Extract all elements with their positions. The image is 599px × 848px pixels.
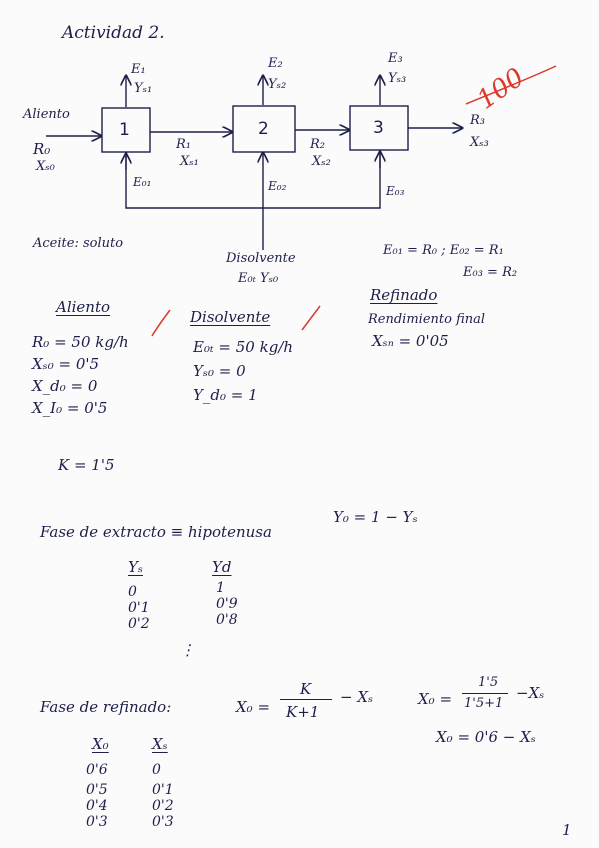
extract-phase-label: Fase de extracto ≡ hipotenusa [40,523,272,541]
solute-note: Aceite: soluto [33,236,124,251]
extract-col1-value: 0 [128,584,137,600]
extract-Y3: Yₛ₃ [388,71,407,86]
feed-line-1: R₀ = 50 kg/h [32,333,129,351]
extract-col2-head: Yd [212,558,232,576]
solvent-line-3: Y_d₀ = 1 [193,386,258,404]
feed-line-2: Xₛ₀ = 0'5 [32,355,100,373]
eq1-fraction-bar [280,699,332,700]
raffinate-X2: Xₛ₂ [312,154,331,169]
eq1-num: K [300,680,312,698]
eq1-den: K+1 [286,703,320,721]
eq1-lhs: X₀ = [236,698,271,716]
raffinate-R2: R₂ [310,137,325,152]
stage-label-1: 1 [119,120,130,140]
eq2-tail: −Xₛ [516,684,545,702]
eq2-den: 1'5+1 [464,696,504,711]
solvent-E01: E₀₁ [133,175,152,189]
extract-ellipsis: ⋮ [180,641,195,659]
solvent-line-2: Yₛ₀ = 0 [193,362,246,380]
stage-label-2: 2 [258,119,269,139]
extract-col1-value: 0'2 [128,616,150,632]
eq2-num: 1'5 [478,675,499,690]
raffinate-col2: 0 0'1 0'2 0'3 [152,762,174,830]
raffinate-phase-label: Fase de refinado: [40,698,172,716]
raffinate-line-2: Xₛₙ = 0'05 [372,332,449,350]
raffinate-col1: 0'6 0'5 0'4 0'3 [86,762,108,830]
raffinate-col1-value: 0'6 [86,762,108,778]
extract-Y1: Yₛ₁ [134,81,153,96]
page-title: Actividad 2. [62,23,165,43]
raffinate-col1-value: 0'3 [86,814,108,830]
extract-col2-value: 1 [216,580,225,596]
raffinate-X3: Xₛ₃ [470,135,489,150]
raffinate-col1-head: X₀ [92,735,109,753]
feed-X: Xₛ₀ [36,159,55,174]
raffinate-col2-value: 0'2 [152,798,174,814]
raffinate-section-heading: Refinado [370,286,438,304]
extract-Y2: Yₛ₂ [268,77,287,92]
feed-line-4: X_I₀ = 0'5 [32,399,108,417]
raffinate-col1-value: 0'5 [86,782,108,798]
raffinate-R3: R₃ [470,113,485,128]
relation-1: E₀₁ = R₀ ; E₀₂ = R₁ [383,243,504,258]
eq2-lhs: X₀ = [418,690,453,708]
raffinate-col2-value: 0 [152,762,161,778]
extract-col2-value: 0'8 [216,612,238,628]
raffinate-line-1: Rendimiento final [368,312,486,327]
feed-R: R₀ [33,140,51,158]
solvent-section-heading: Disolvente [190,308,271,326]
raffinate-col2-value: 0'1 [152,782,174,798]
solvent-E02: E₀₂ [268,179,287,193]
feed-section-heading: Aliento [56,298,111,316]
solvent-sub: E₀ₜ Yₛ₀ [238,271,279,286]
extract-col2: 1 0'9 0'8 [216,580,238,628]
raffinate-R1: R₁ [176,137,191,152]
solvent-E03: E₀₃ [386,184,405,198]
extract-col1: 0 0'1 0'2 [128,584,150,632]
page-number: 1 [562,821,572,839]
raffinate-col1-value: 0'4 [86,798,108,814]
eq2-fraction-bar [462,693,508,694]
raffinate-col2-value: 0'3 [152,814,174,830]
solvent-label: Disolvente [226,251,296,266]
extract-phase-eq: Y₀ = 1 − Yₛ [333,508,418,526]
feed-label: Aliento [23,107,70,122]
solvent-split-line [125,151,381,209]
feed-line-3: X_d₀ = 0 [32,377,98,395]
check-mark-2 [301,305,321,331]
raffinate-col2-head: Xₛ [152,735,168,753]
raffinate-X1: Xₛ₁ [180,154,199,169]
eq3: X₀ = 0'6 − Xₛ [436,728,536,746]
extract-E3: E₃ [388,51,403,66]
extract-col2-value: 0'9 [216,596,238,612]
extract-col1-value: 0'1 [128,600,150,616]
relation-2: E₀₃ = R₂ [463,265,518,280]
extract-col1-head: Yₛ [128,558,143,576]
stage-label-3: 3 [373,118,384,138]
eq1-tail: − Xₛ [340,688,374,706]
extract-E1: E₁ [131,62,146,77]
solvent-line-1: E₀ₜ = 50 kg/h [193,338,294,356]
k-value: K = 1'5 [58,456,115,474]
stage-box-1 [101,107,151,153]
grade-underline [465,65,557,105]
check-mark-1 [151,309,171,337]
extract-E2: E₂ [268,56,283,71]
